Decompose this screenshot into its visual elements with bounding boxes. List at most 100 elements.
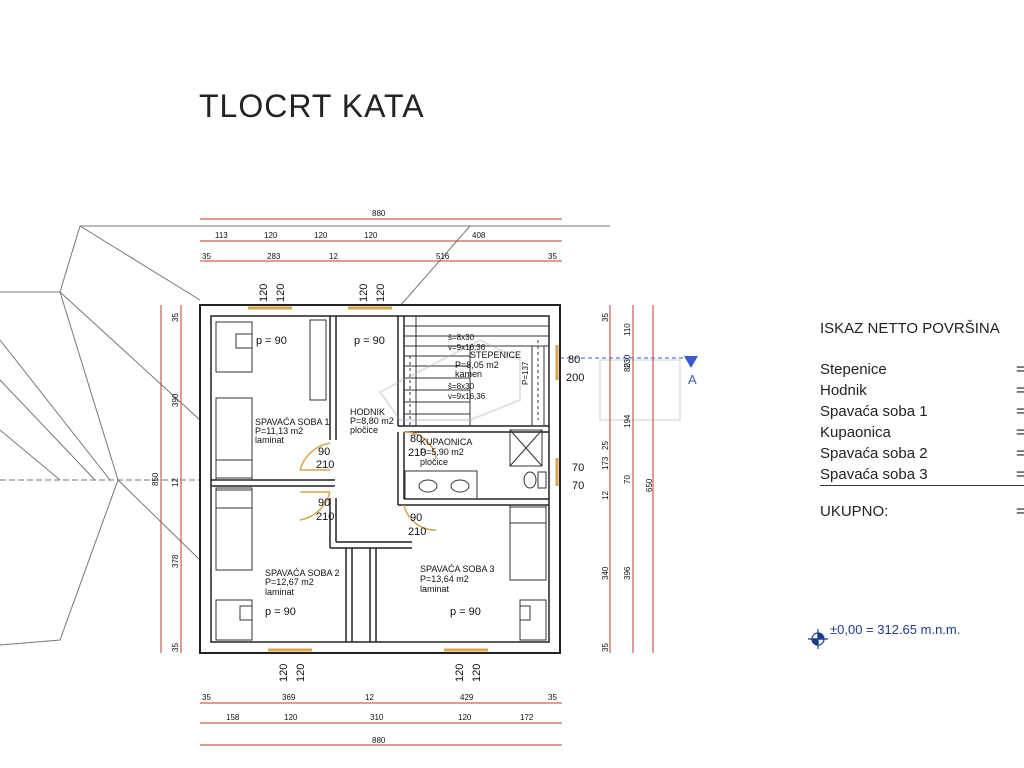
area-row: Spavaća soba 2 =	[820, 443, 1024, 464]
area-row: Spavaća soba 1 =	[820, 401, 1024, 422]
section-marker: A	[688, 372, 697, 387]
window-width: 120	[258, 284, 270, 302]
window-height: 70	[572, 480, 584, 492]
section-line	[560, 356, 698, 368]
elevation-label: ±0,00 = 312.65 m.n.m.	[830, 622, 961, 637]
stair-note: v=9x16,36	[448, 392, 486, 401]
dim-bottom: 310	[370, 713, 384, 722]
dim-top: 35	[202, 252, 211, 261]
dim-bottom: 369	[282, 693, 296, 702]
stair-note: v=9x16,36	[448, 343, 486, 352]
area-row-value: =	[1016, 466, 1024, 483]
dim-right: 173	[601, 456, 610, 470]
area-row-value: =	[1016, 361, 1024, 378]
area-row: Hodnik =	[820, 380, 1024, 401]
dim-left: 35	[171, 643, 180, 652]
area-total-value: =	[1016, 503, 1024, 520]
room-name: STEPENICE	[470, 350, 521, 360]
dim-top: 113	[215, 231, 228, 240]
windows	[248, 306, 559, 652]
staircase	[404, 316, 549, 427]
dim-bottom: 120	[458, 713, 472, 722]
room-floor: pločice	[350, 425, 378, 435]
window-width: 120	[358, 284, 370, 302]
parapet-label: p = 90	[450, 606, 481, 618]
dim-left: 35	[171, 313, 180, 322]
room-area: P=8,80 m2	[350, 416, 394, 426]
window-width: 120	[278, 664, 290, 682]
stair-note: š=8x30	[448, 382, 475, 391]
dim-left: 378	[171, 554, 180, 568]
dim-top: 120	[364, 231, 378, 240]
room-name: SPAVAĆA SOBA 1	[255, 417, 330, 427]
window-width: 120	[454, 664, 466, 682]
door-width: 90	[318, 446, 330, 458]
dim-top: 12	[329, 252, 338, 261]
dimension-texts: 880 113 120 120 120 408 35 283 12 516 35…	[151, 209, 654, 745]
opening-labels: 120 120 120 120 120 120 120 120 90 210 9…	[258, 284, 584, 682]
area-summary: ISKAZ NETTO POVRŠINA Stepenice = Hodnik …	[820, 320, 1024, 522]
area-row-value: =	[1016, 403, 1024, 420]
door-height: 210	[408, 447, 426, 459]
doors	[299, 431, 437, 531]
room-area: P=8,05 m2	[455, 360, 499, 370]
window-height: 120	[375, 284, 387, 302]
area-row: Kupaonica =	[820, 422, 1024, 443]
stair-note: š=8x30	[448, 333, 475, 342]
dim-bottom: 158	[226, 713, 240, 722]
window-height: 120	[471, 664, 483, 682]
dim-top: 120	[264, 231, 278, 240]
dim-top: 516	[436, 252, 450, 261]
dim-bottom-total: 880	[372, 736, 386, 745]
parapet-label: p = 90	[256, 335, 287, 347]
area-row-value: =	[1016, 424, 1024, 441]
room-area: P=12,67 m2	[265, 577, 314, 587]
area-row-label: Stepenice	[820, 361, 887, 378]
area-row-label: Kupaonica	[820, 424, 891, 441]
dim-bottom: 429	[460, 693, 474, 702]
room-area: P=11,13 m2	[255, 426, 303, 436]
area-row: Spavaća soba 3 =	[820, 464, 1024, 486]
window-height: 120	[275, 284, 287, 302]
room-name: HODNIK	[350, 407, 385, 417]
page-title: TLOCRT KATA	[199, 88, 425, 124]
area-row-value: =	[1016, 445, 1024, 462]
door-height: 210	[316, 511, 334, 523]
dim-bottom: 120	[284, 713, 298, 722]
stair-note: P=137	[521, 361, 530, 385]
dim-top: 283	[267, 252, 281, 261]
area-row: Stepenice =	[820, 359, 1024, 380]
area-total-label: UKUPNO:	[820, 503, 889, 520]
outer-walls	[199, 304, 561, 654]
dim-left: 12	[171, 478, 180, 487]
dimension-lines	[160, 218, 654, 746]
dim-right: 340	[601, 566, 610, 580]
furniture	[215, 319, 547, 641]
roof-outline	[0, 225, 610, 646]
room-name: SPAVAĆA SOBA 3	[420, 564, 495, 574]
dim-top: 120	[314, 231, 328, 240]
watermark	[378, 338, 681, 421]
dim-right: 25	[601, 441, 610, 450]
dim-left-total: 850	[151, 472, 160, 486]
room-floor: pločice	[420, 457, 448, 467]
room-floor: laminat	[255, 435, 285, 445]
dim-right: 12	[601, 491, 610, 500]
parapet-label: p = 90	[354, 335, 385, 347]
area-total-row: UKUPNO: =	[820, 501, 1024, 522]
area-row-label: Hodnik	[820, 382, 867, 399]
elevation-icon	[808, 629, 828, 649]
parapet-labels: p = 90 p = 90 p = 90 p = 90	[256, 335, 481, 618]
window-height: 200	[566, 372, 584, 384]
dim-bottom: 12	[365, 693, 374, 702]
door-width: 80	[410, 433, 422, 445]
dim-top: 408	[472, 231, 486, 240]
room-name: KUPAONICA	[420, 437, 472, 447]
room-labels: SPAVAĆA SOBA 1 P=11,13 m2 laminat HODNIK…	[255, 333, 530, 597]
room-floor: kamen	[455, 369, 482, 379]
room-area: P=13,64 m2	[420, 574, 469, 584]
area-row-value: =	[1016, 382, 1024, 399]
room-floor: laminat	[265, 587, 295, 597]
parapet-label: p = 90	[265, 606, 296, 618]
